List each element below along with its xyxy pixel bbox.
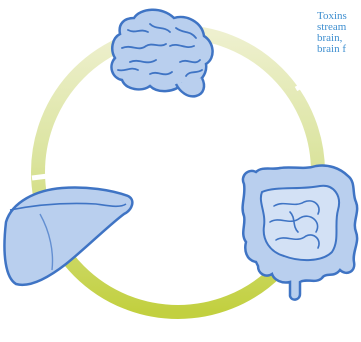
brain-icon (111, 10, 212, 97)
liver-icon (4, 187, 132, 284)
ring-gap (296, 80, 312, 89)
ring-gap (32, 176, 48, 178)
caption-line: brain f (317, 44, 361, 55)
caption-text: Toxins stream brain, brain f (317, 11, 361, 55)
